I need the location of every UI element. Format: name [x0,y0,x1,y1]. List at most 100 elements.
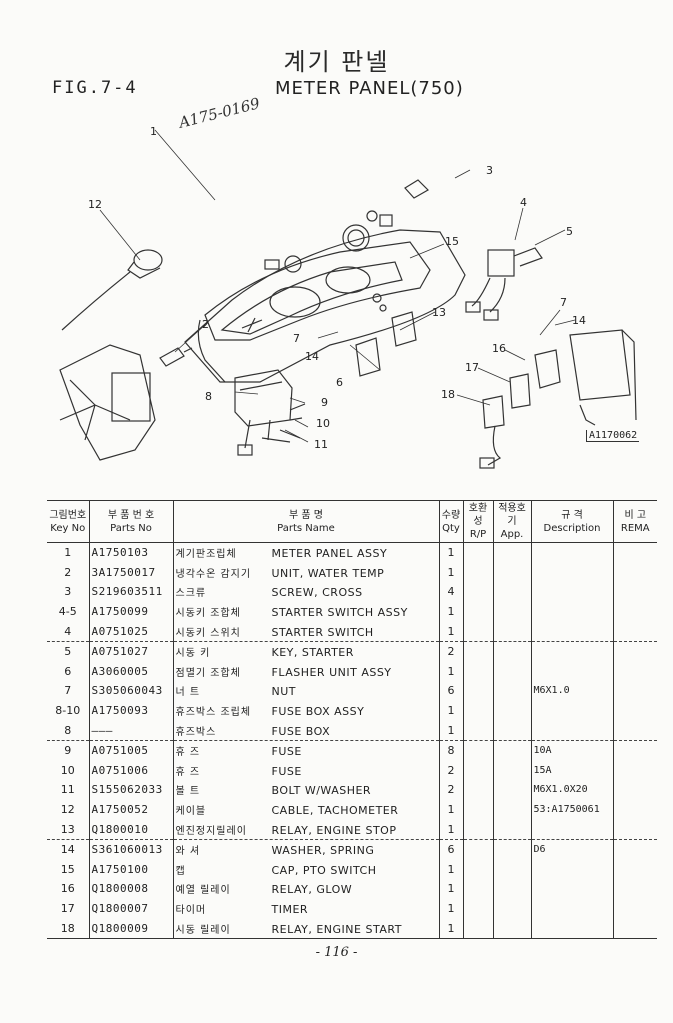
rp-cell [462,681,493,701]
app-cell [492,898,531,919]
remarks-cell [612,681,657,701]
key-cell: 16 [60,882,75,896]
qty-cell: 1 [438,859,463,880]
part-name-english: FUSE [271,764,302,778]
key-cell: 11 [60,783,75,797]
part-number-cell: A1750100 [88,859,173,880]
rp-cell [462,582,493,602]
callout-12: 12 [88,198,102,211]
part-name-cell: 캡 CAP, PTO SWITCH [172,859,439,880]
flasher-unit [355,337,381,377]
key-cell: 4 [47,621,89,642]
app-cell [492,562,531,583]
callout-7a: 7 [293,332,300,345]
qty-cell: 6 [438,839,463,860]
part-name-korean: 시동키 조합체 [175,608,241,620]
reference-number: A1170062 [586,430,640,442]
part-name-english: TIMER [271,902,309,916]
callout-14a: 14 [305,350,319,363]
part-number-cell: A0751005 [88,740,173,761]
qty-cell: 1 [438,661,463,682]
key-cell: 14 [60,843,75,857]
part-name-english: FLASHER UNIT ASSY [271,665,392,679]
callout-14b: 14 [572,314,586,327]
rp-cell [462,720,493,741]
callout-6: 6 [336,376,343,389]
key-cell: 5 [64,645,72,659]
rp-cell [462,760,493,781]
app-cell [492,859,531,880]
part-name-english: KEY, STARTER [271,646,354,660]
part-name-english: CAP, PTO SWITCH [271,863,377,877]
part-name-korean: 휴 즈 [175,747,201,759]
remarks-cell [612,918,657,939]
description-cell [530,621,613,642]
part-name-korean: 너 트 [175,687,201,699]
remarks-cell [612,819,657,840]
part-name-english: NUT [271,685,296,699]
description-cell [530,879,613,899]
part-name-korean: 휴즈박스 [175,726,217,738]
callout-2: 2 [202,318,209,331]
part-name-korean: 예열 릴레이 [175,885,231,897]
remarks-cell [612,700,657,721]
app-cell [492,879,531,899]
callout-1: 1 [150,125,157,138]
rp-cell [462,918,493,939]
part-number-cell: Q1800007 [88,898,173,919]
part-name-korean: 타이머 [175,904,207,916]
part-number-cell: A1750093 [88,700,173,721]
callout-numbers: 1 12 2 3 4 5 15 13 7 14 6 7 14 16 17 18 … [88,125,586,451]
qty-cell: 6 [438,681,463,701]
fuse-box-assembly [234,369,306,456]
remarks-cell [612,542,657,563]
remarks-cell [612,641,657,662]
app-cell [492,641,531,662]
key-cell: 8-10 [55,704,81,718]
remarks-cell [612,562,657,583]
part-name-english: METER PANEL ASSY [271,547,388,561]
key-cell: 10 [60,763,75,777]
part-name-cell: 시동 키 KEY, STARTER [172,641,439,662]
rp-cell [462,601,493,622]
part-name-korean: 케이블 [175,806,207,818]
description-cell [530,542,613,563]
part-name-korean: 캡 [175,865,186,877]
description-cell: 15A [530,760,613,781]
part-number-cell: S305060043 [88,681,173,701]
key-cell: 3 [64,585,72,599]
qty-cell: 1 [438,601,463,622]
qty-cell: 1 [438,542,463,563]
part-name-korean: 시동 키 [175,648,211,660]
rp-cell [462,661,493,682]
exploded-parts-diagram: 1 12 2 3 4 5 15 13 7 14 6 7 14 16 17 18 … [0,120,673,490]
rp-cell [462,700,493,721]
app-cell [492,661,531,682]
description-cell: 10A [530,740,613,761]
part-name-english: STARTER SWITCH [271,625,374,639]
